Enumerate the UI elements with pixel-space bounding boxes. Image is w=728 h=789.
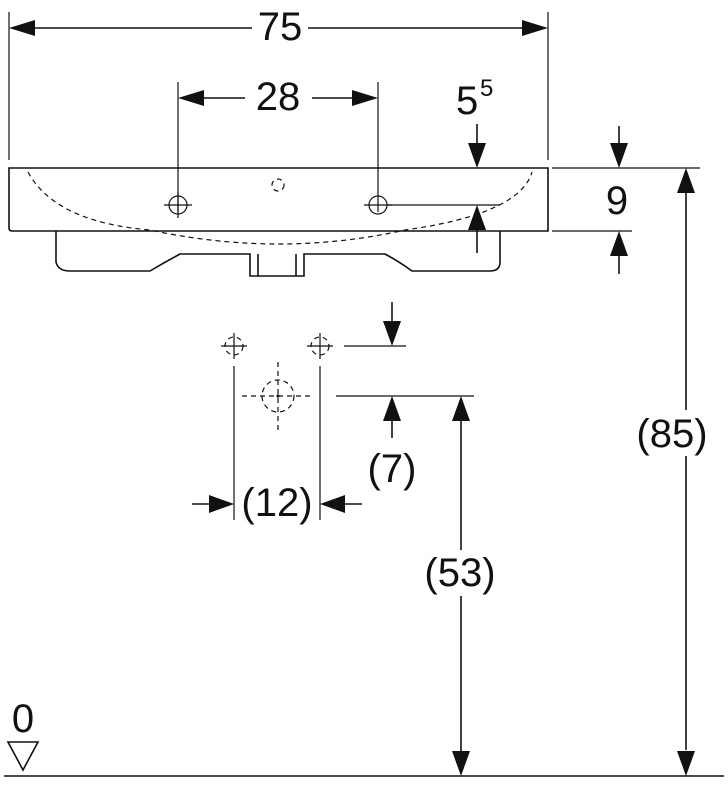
tap-hole-left <box>164 192 192 218</box>
floor-level-label: 0 <box>12 697 34 741</box>
total-height-dimension <box>677 168 695 776</box>
waste-height-label: (53) <box>424 551 495 595</box>
overall-width-label: 75 <box>258 5 303 49</box>
tap-hole-right <box>364 195 392 215</box>
total-height-label: (85) <box>636 412 707 456</box>
rim-offset-arrows <box>388 124 500 253</box>
supply-spacing-label: (12) <box>241 481 312 525</box>
supply-offset-dimension <box>336 302 474 438</box>
waste-connection <box>242 362 314 432</box>
tap-hole-spacing-dimension <box>177 82 379 212</box>
rim-offset-superscript: 5 <box>480 75 493 102</box>
floor-level-marker <box>6 741 40 772</box>
overflow-hole <box>271 178 285 192</box>
supply-connection-right <box>307 333 333 359</box>
supply-offset-label: (7) <box>368 447 417 491</box>
rim-offset-label: 5 <box>456 79 478 123</box>
supply-spacing-dimension <box>192 366 362 520</box>
waste-height-dimension <box>452 396 470 776</box>
rim-height-label: 9 <box>606 179 628 223</box>
overall-width-dimension <box>8 12 549 160</box>
washbasin-outline <box>8 167 549 277</box>
tap-hole-spacing-label: 28 <box>256 75 301 119</box>
supply-connection-left <box>221 333 247 359</box>
rim-height-dimension <box>552 126 700 274</box>
